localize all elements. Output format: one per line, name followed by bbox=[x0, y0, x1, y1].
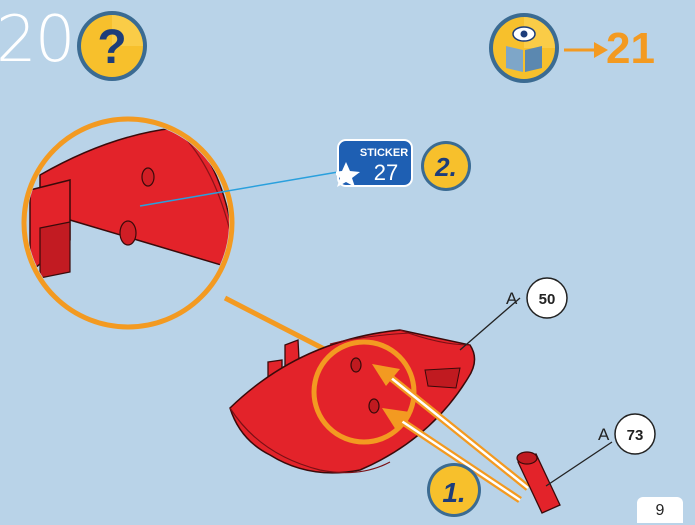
sub-step-1-badge: 1. bbox=[427, 463, 481, 517]
sticker-badge: STICKER 27 bbox=[336, 139, 413, 187]
sub-step-2-label: 2. bbox=[434, 152, 457, 182]
zoom-connector-line bbox=[223, 295, 332, 355]
red-peg-part bbox=[516, 451, 561, 514]
part-50-leader bbox=[459, 297, 521, 351]
insertion-arrows bbox=[372, 364, 531, 503]
right-arrow-icon bbox=[564, 42, 608, 58]
part-50-number: 50 bbox=[539, 291, 556, 308]
part-50-letter: A bbox=[506, 289, 518, 308]
part-73-leader bbox=[545, 441, 613, 487]
part-73-number: 73 bbox=[627, 427, 644, 444]
sticker-number: 27 bbox=[374, 160, 398, 185]
red-hull-part bbox=[229, 329, 476, 474]
question-mark-icon[interactable]: ? bbox=[74, 8, 150, 84]
eye-book-icon[interactable] bbox=[486, 10, 562, 86]
part-73-letter: A bbox=[598, 425, 610, 444]
page-number: 9 bbox=[637, 497, 683, 523]
sticker-leader-line bbox=[139, 171, 339, 207]
sub-step-2-badge: 2. bbox=[421, 141, 471, 191]
sub-step-1-label: 1. bbox=[442, 477, 465, 508]
zoom-detail-circle bbox=[21, 116, 235, 330]
part-callout-73: A 73 bbox=[598, 413, 656, 455]
part-callout-50: A 50 bbox=[506, 277, 568, 319]
sticker-title: STICKER bbox=[360, 147, 408, 159]
step-number: 20 bbox=[0, 3, 75, 77]
svg-text:?: ? bbox=[97, 21, 126, 74]
next-step-number[interactable]: 21 bbox=[606, 24, 655, 73]
